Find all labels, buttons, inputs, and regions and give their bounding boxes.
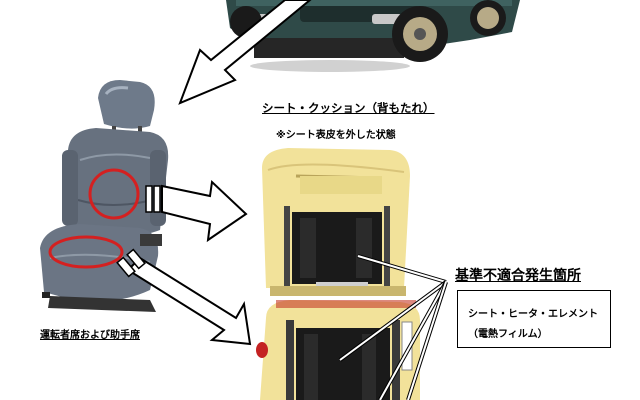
arrow-cushion-to-foam xyxy=(116,248,252,346)
seat-cushion-image xyxy=(256,300,420,400)
seat-caption: 運転者席および助手席 xyxy=(40,330,140,341)
seat-image xyxy=(40,80,169,312)
backrest-highlight-circle xyxy=(88,168,140,220)
heater-element-label: シート・ヒータ・エレメント xyxy=(468,309,598,320)
cushion-highlight-circle xyxy=(48,235,124,269)
arrow-vehicle-to-seat xyxy=(178,0,312,105)
arrow-backrest-to-cushion xyxy=(145,179,248,243)
heater-element-sublabel: （電熱フィルム） xyxy=(468,329,548,340)
backrest-cushion-image xyxy=(262,148,410,296)
cushion-title: シート・クッション（背もたれ） xyxy=(262,101,435,115)
heater-element-callout-box xyxy=(457,290,611,348)
defect-location-title: 基準不適合発生箇所 xyxy=(455,268,581,284)
defect-leader-lines xyxy=(338,254,448,400)
cushion-note: ※シート表皮を外した状態 xyxy=(276,130,396,141)
